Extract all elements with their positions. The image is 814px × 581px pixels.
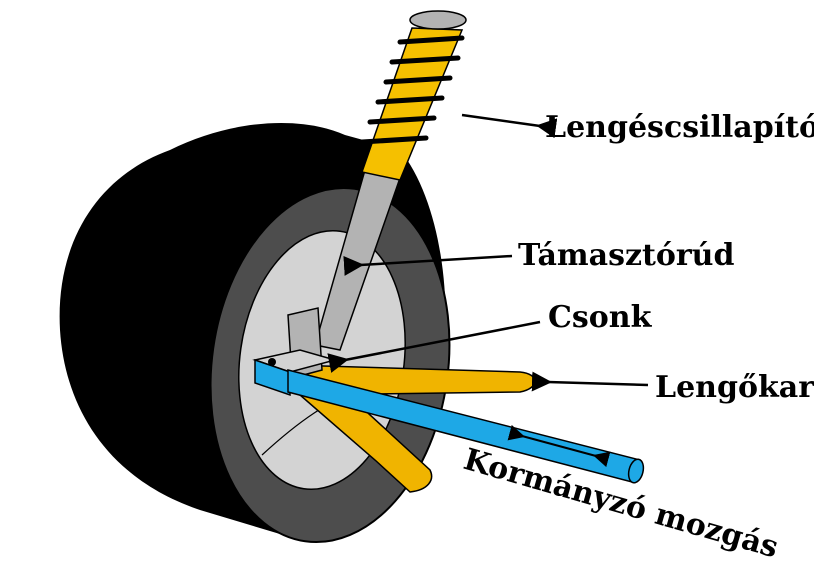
arrow-left-icon — [531, 371, 649, 392]
pointer-arrows — [327, 113, 649, 392]
knuckle-front — [254, 358, 291, 397]
spring-coils — [359, 35, 465, 145]
shock-absorber — [359, 10, 467, 181]
knuckle — [252, 307, 338, 397]
label-control-arm: Lengőkar — [655, 370, 814, 405]
label-knuckle: Csonk — [548, 300, 653, 335]
knuckle-bolt — [268, 358, 276, 366]
label-shock-absorber: Lengéscsillapító — [545, 110, 814, 145]
arrow-left-icon — [343, 254, 513, 276]
label-strut: Támasztórúd — [518, 238, 734, 273]
shock-cap — [409, 10, 467, 30]
steering-rod-end — [627, 458, 645, 484]
arrow-left-icon — [327, 320, 541, 373]
double-arrow-icon — [507, 424, 611, 468]
control-arm-lower — [298, 391, 433, 493]
arrow-left-icon — [461, 113, 558, 139]
